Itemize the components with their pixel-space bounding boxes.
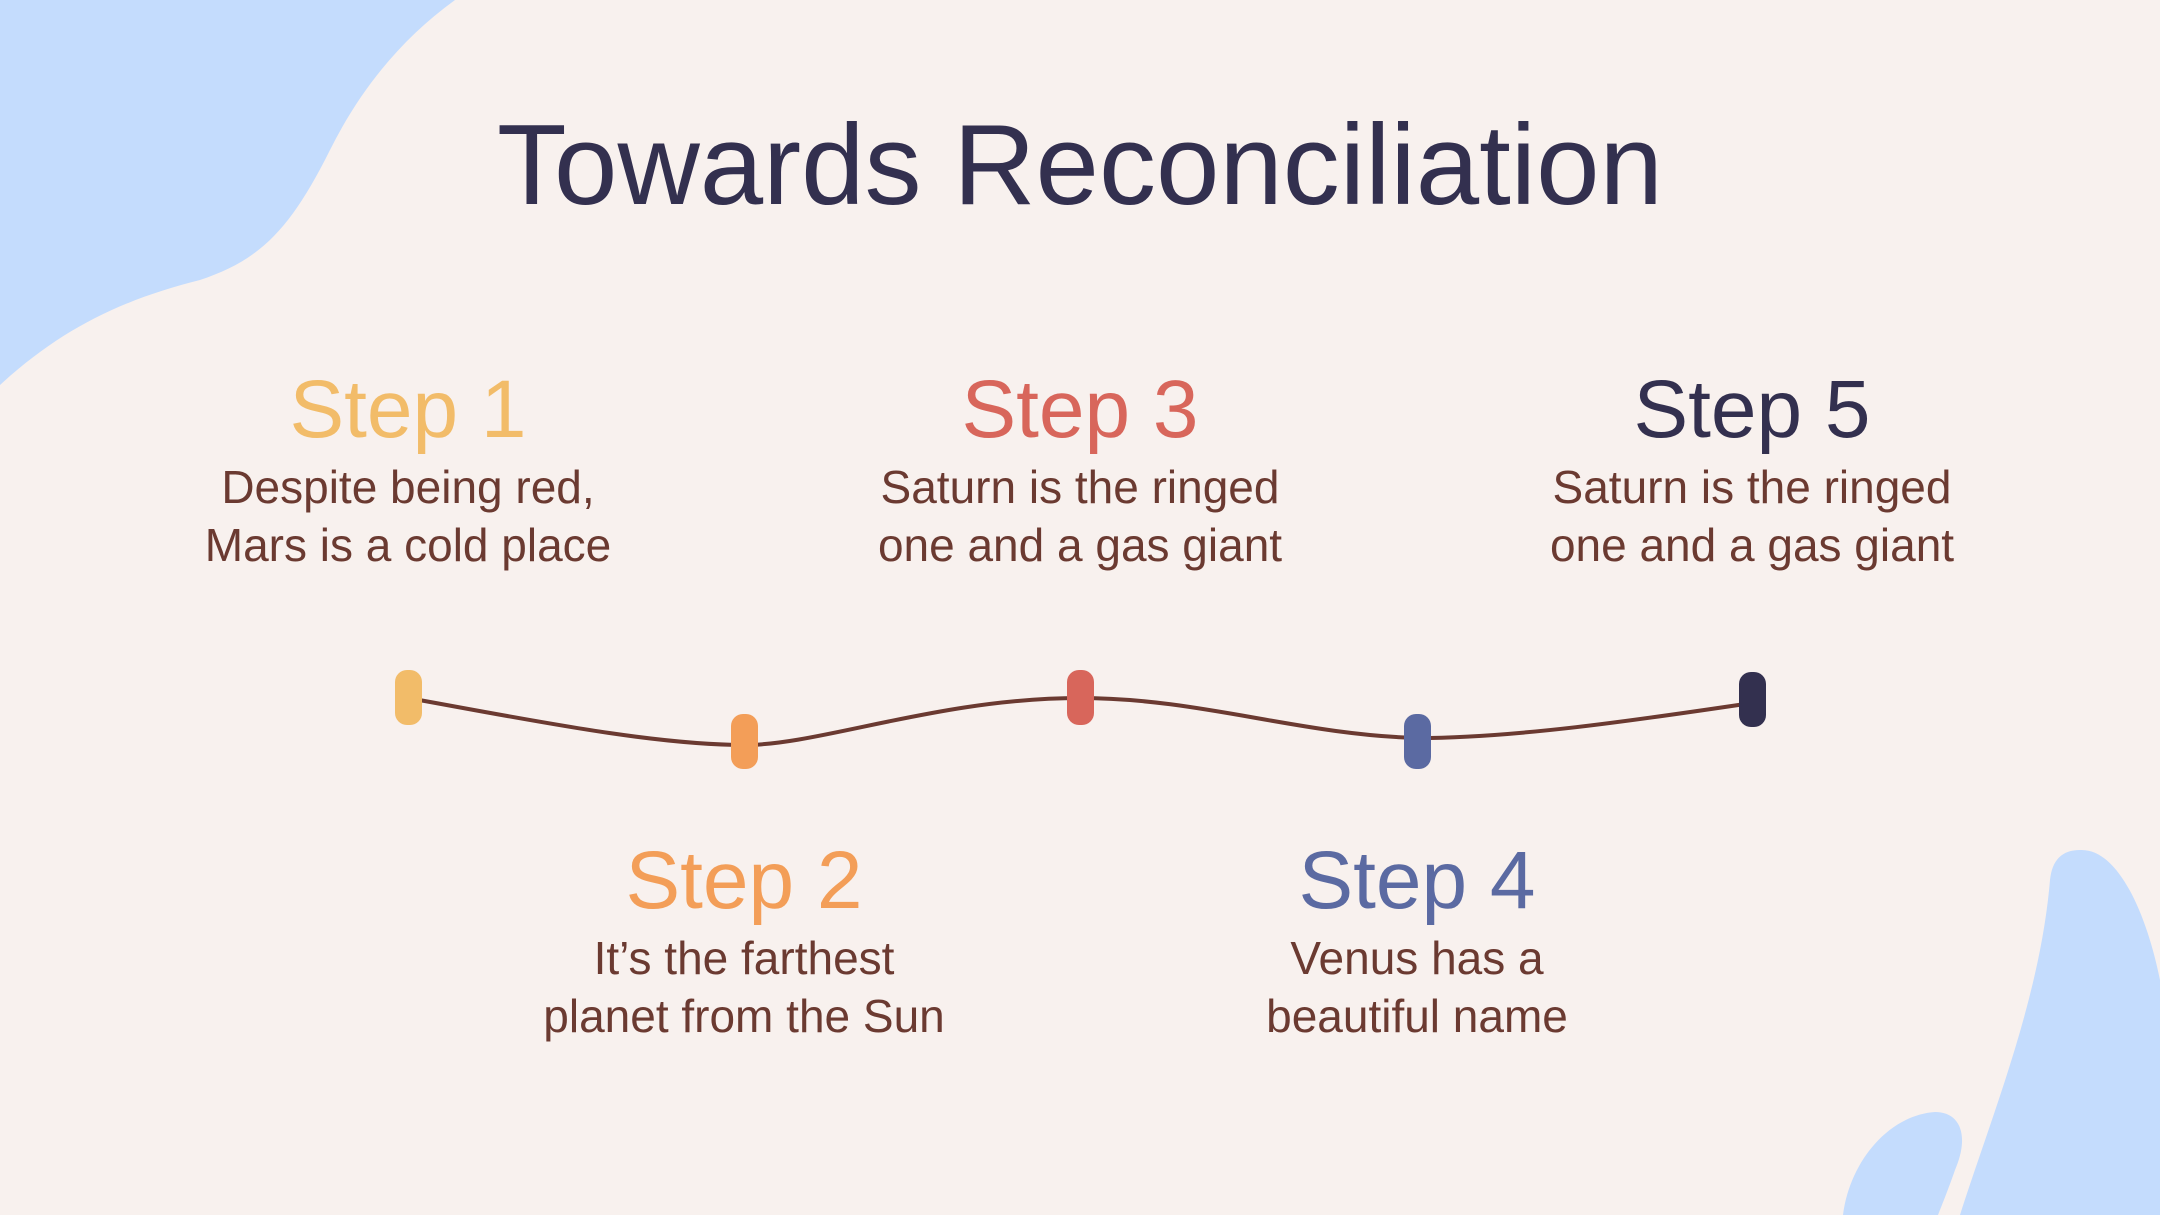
step-4: Step 4 Venus has a beautiful name (1137, 833, 1697, 1045)
step-1-marker (395, 670, 422, 725)
page-title: Towards Reconciliation (497, 102, 1663, 229)
step-5-marker (1739, 672, 1766, 727)
step-5-title: Step 5 (1633, 364, 1871, 455)
step-2-description: It’s the farthest planet from the Sun (543, 932, 945, 1042)
step-2-marker (731, 714, 758, 769)
step-5-description: Saturn is the ringed one and a gas giant (1549, 461, 1955, 571)
step-4-marker (1404, 714, 1431, 769)
step-3-title: Step 3 (961, 364, 1199, 455)
step-3-marker (1067, 670, 1094, 725)
step-1-description: Despite being red, Mars is a cold place (204, 461, 612, 571)
step-2: Step 2 It’s the farthest planet from the… (464, 833, 1024, 1045)
step-5: Step 5 Saturn is the ringed one and a ga… (1472, 362, 2032, 574)
step-4-title: Step 4 (1298, 835, 1536, 926)
step-2-title: Step 2 (625, 835, 863, 926)
step-3: Step 3 Saturn is the ringed one and a ga… (800, 362, 1360, 574)
step-1-title: Step 1 (289, 364, 527, 455)
step-1: Step 1 Despite being red, Mars is a cold… (128, 362, 688, 574)
step-3-description: Saturn is the ringed one and a gas giant (877, 461, 1283, 571)
step-4-description: Venus has a beautiful name (1266, 932, 1568, 1042)
